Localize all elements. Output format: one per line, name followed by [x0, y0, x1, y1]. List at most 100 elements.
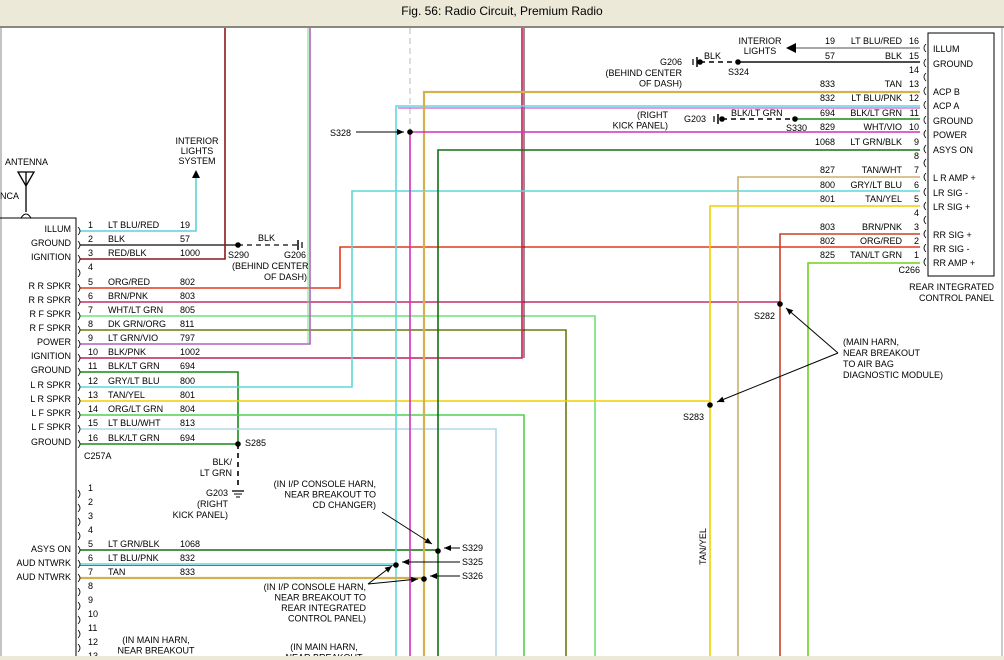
radio-pin-number: 8 [88, 319, 93, 329]
splice-s324 [735, 59, 741, 65]
wires [80, 28, 920, 656]
radio-pin-function: ASYS ON [31, 544, 71, 554]
splice-label-s330: S330 [786, 123, 807, 133]
note-airbag-leader-b-arrow-icon [717, 396, 725, 403]
radio-pin-number: 12 [88, 376, 98, 386]
rear-pin-number: 15 [909, 51, 919, 61]
rear-wire-color: LT BLU/PNK [851, 93, 902, 103]
rear-pin-function: ACP A [933, 101, 959, 111]
radio-wire-color: BLK/LT GRN [108, 361, 160, 371]
radio-pin-number: 12 [88, 637, 98, 647]
wire-ignition-1002 [80, 28, 523, 359]
rear-circuit-number: 829 [820, 122, 835, 132]
radio-circuit-number: 1002 [180, 347, 200, 357]
rear-pin-number: 10 [909, 122, 919, 132]
pin-socket-icon [923, 172, 927, 182]
splice-label-s328: S328 [330, 128, 351, 138]
splice-s330 [792, 116, 798, 122]
pin-socket-icon [77, 573, 81, 583]
rear-pin-number: 2 [914, 236, 919, 246]
note-main-harn-left: (IN MAIN HARN, [122, 635, 190, 645]
radio-circuit-number: 19 [180, 220, 190, 230]
pin-socket-icon [923, 158, 927, 168]
radio-wire-color: BLK/LT GRN [108, 433, 160, 443]
radio-pin-number: 6 [88, 291, 93, 301]
pin-socket-icon [77, 643, 81, 653]
radio-circuit-number: 694 [180, 433, 195, 443]
radio-circuit-number: 803 [180, 291, 195, 301]
rear-pin-function: LR SIG - [933, 188, 968, 198]
radio-circuit-number: 804 [180, 404, 195, 414]
radio-pin-number: 13 [88, 651, 98, 656]
title-bar: Fig. 56: Radio Circuit, Premium Radio [0, 0, 1004, 28]
wire-label-blk-lt-grn: BLK/LT GRN [731, 108, 783, 118]
rear-circuit-number: 694 [820, 108, 835, 118]
rear-pin-function: LR SIG + [933, 202, 970, 212]
note-rear-leader-a-arrow-icon [384, 566, 392, 573]
wire-aud-ntwrk-832-riser [395, 105, 920, 656]
wire-aud-ntwrk-833-riser [422, 90, 920, 656]
rear-wire-color: ORG/RED [860, 236, 903, 246]
radio-circuit-number: 694 [180, 361, 195, 371]
pin-socket-icon [77, 240, 81, 250]
arrow-left-icon [786, 43, 796, 53]
connector-boxes [0, 28, 1003, 656]
note-main-harn-airbag: DIAGNOSTIC MODULE) [843, 370, 943, 380]
radio-wire-color: ORG/RED [108, 277, 151, 287]
ground-label-g206: G206 [284, 250, 306, 260]
radio-pin-number: 9 [88, 333, 93, 343]
radio-pin-number: 7 [88, 305, 93, 315]
pin-socket-icon [923, 187, 927, 197]
pin-socket-icon [923, 100, 927, 110]
radio-box-outline [0, 217, 77, 656]
pin-socket-icon [77, 353, 81, 363]
radio-circuit-number: 833 [180, 567, 195, 577]
rear-pin-number: 6 [914, 180, 919, 190]
connector-id-c257a: C257A [84, 451, 112, 461]
rear-pin-function: GROUND [933, 59, 973, 69]
pin-socket-icon [77, 503, 81, 513]
radio-wire-color: WHT/LT GRN [108, 305, 163, 315]
wire-lf-spkr-804 [80, 414, 525, 656]
radio-wire-color: GRY/LT BLU [108, 376, 160, 386]
wire-asys-on-1068-riser [437, 149, 920, 656]
radio-pin-number: 2 [88, 234, 93, 244]
radio-pin-number: 16 [88, 433, 98, 443]
ground-location: (BEHIND CENTER [232, 261, 309, 271]
radio-wire-color: ORG/LT GRN [108, 404, 163, 414]
splice-s326 [421, 576, 427, 582]
rear-circuit-number: 832 [820, 93, 835, 103]
ground-label-g203: G203 [206, 488, 228, 498]
ground-location: (RIGHT [197, 499, 228, 509]
note-ip-console-rear: (IN I/P CONSOLE HARN, [264, 582, 366, 592]
pin-socket-icon [77, 367, 81, 377]
rear-pin-number: 11 [910, 108, 919, 118]
radio-pin-function: R R SPKR [28, 281, 71, 291]
rear-circuit-number: 57 [825, 51, 835, 61]
radio-wire-color: LT GRN/VIO [108, 333, 158, 343]
pin-socket-icon [923, 201, 927, 211]
pin-socket-icon [77, 283, 81, 293]
note-ip-console-cd: CD CHANGER) [312, 500, 376, 510]
interior-lights-label: INTERIOR [175, 136, 219, 146]
note-ip-console-rear: CONTROL PANEL) [288, 614, 366, 624]
rear-wire-color: WHT/VIO [864, 122, 903, 132]
splice-s329 [435, 548, 441, 554]
ground-dot [719, 116, 725, 122]
radio-circuit-number: 1068 [180, 539, 200, 549]
splice-label-s290: S290 [228, 250, 249, 260]
pin-socket-icon [77, 382, 81, 392]
radio-pin-function: L F SPKR [31, 408, 71, 418]
radio-pin-function: R R SPKR [28, 295, 71, 305]
wire-lr-amp-827 [737, 176, 920, 656]
rear-panel-title: CONTROL PANEL [919, 293, 994, 303]
rear-pin-number: 7 [914, 165, 919, 175]
wire-rr-spkr-802 [80, 246, 920, 289]
rear-circuit-number: 827 [820, 165, 835, 175]
radio-wire-color: LT BLU/RED [108, 220, 160, 230]
radio-circuit-number: 1000 [180, 248, 200, 258]
radio-pin-function: R F SPKR [29, 323, 71, 333]
ground-location-rear: (BEHIND CENTER [605, 68, 682, 78]
